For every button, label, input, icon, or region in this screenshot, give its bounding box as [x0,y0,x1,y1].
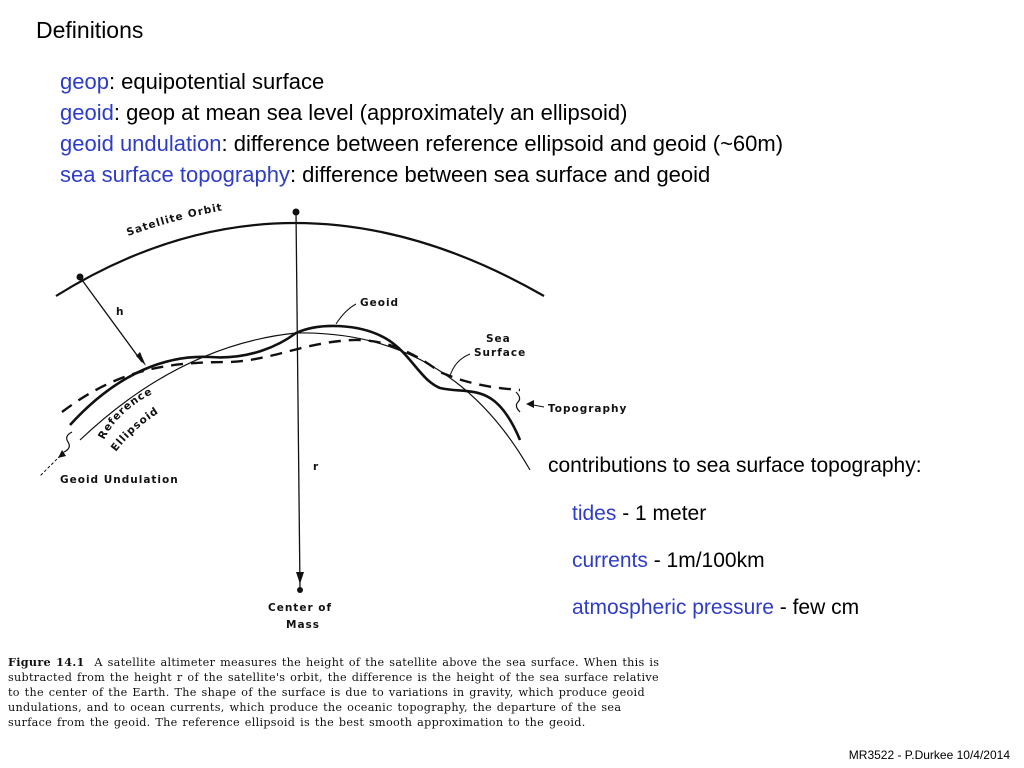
geoid-pointer [335,303,357,325]
definition-geop: geop: equipotential surface [60,66,783,97]
topography-label: Topography [548,403,627,415]
definitions-list: geop: equipotential surface geoid: geop … [60,66,783,190]
slide-heading: Definitions [36,17,144,43]
center-of-mass-point [297,587,303,593]
surface-label: Surface [474,347,526,359]
term-currents: currents [572,549,648,572]
geoid-undulation-label: Geoid Undulation [60,474,179,486]
caption-text: A satellite altimeter measures the heigh… [8,656,660,729]
h-arrowhead [136,352,146,366]
h-label: h [116,306,124,318]
definition-text: : geop at mean sea level (approximately … [113,100,628,125]
term-geoid-undulation: geoid undulation [60,131,222,156]
term-geop: geop [60,69,109,94]
altimetry-figure: Satellite Orbit h Geoid Sea Surface Topo… [0,196,680,636]
term-tides: tides [572,502,617,525]
satellite-point [292,208,300,216]
definition-text: : difference between reference ellipsoid… [221,131,784,156]
definition-text: : difference between sea surface and geo… [289,162,711,187]
slide-footer: MR3522 - P.Durkee 10/4/2014 [848,748,1010,762]
contribution-currents: currents - 1m/100km [572,549,765,573]
r-label: r [313,461,319,473]
sea-surface-curve [61,338,521,413]
contribution-text: - 1 meter [616,502,707,525]
caption-label: Figure 14.1 [8,655,85,669]
reference-ellipsoid-curve [79,332,531,471]
definition-geoid: geoid: geop at mean sea level (approxima… [60,97,783,128]
contribution-atmospheric-pressure: atmospheric pressure - few cm [572,596,859,620]
term-geoid: geoid [60,100,114,125]
contribution-tides: tides - 1 meter [572,502,706,526]
contributions-title: contributions to sea surface topography: [548,454,922,477]
sea-label: Sea [486,333,511,345]
mass-label: Mass [286,619,320,631]
topography-brace [515,391,521,413]
contribution-text: - few cm [773,596,860,619]
orbit-point [76,273,84,281]
sea-surface-pointer [449,353,471,377]
radius-line [295,211,301,591]
figure-caption: Figure 14.1 A satellite altimeter measur… [8,655,668,730]
altimetry-diagram: Satellite Orbit h Geoid Sea Surface Topo… [39,201,627,631]
center-of-label: Center of [268,602,332,614]
undulation-arrowhead [58,450,66,458]
topography-arrowhead [526,400,534,408]
contribution-text: - 1m/100km [647,549,765,572]
undulation-brace [63,431,73,453]
term-sea-surface-topography: sea surface topography [60,162,290,187]
geoid-curve [69,324,522,441]
definition-geoid-undulation: geoid undulation: difference between ref… [60,128,783,159]
term-atmospheric-pressure: atmospheric pressure [572,596,774,619]
h-arrow-line [81,279,143,363]
definition-sea-surface-topography: sea surface topography: difference betwe… [60,159,783,190]
definition-text: : equipotential surface [108,69,325,94]
radius-arrowhead [296,572,304,584]
geoid-label: Geoid [360,297,399,309]
satellite-orbit-arc [55,221,545,297]
